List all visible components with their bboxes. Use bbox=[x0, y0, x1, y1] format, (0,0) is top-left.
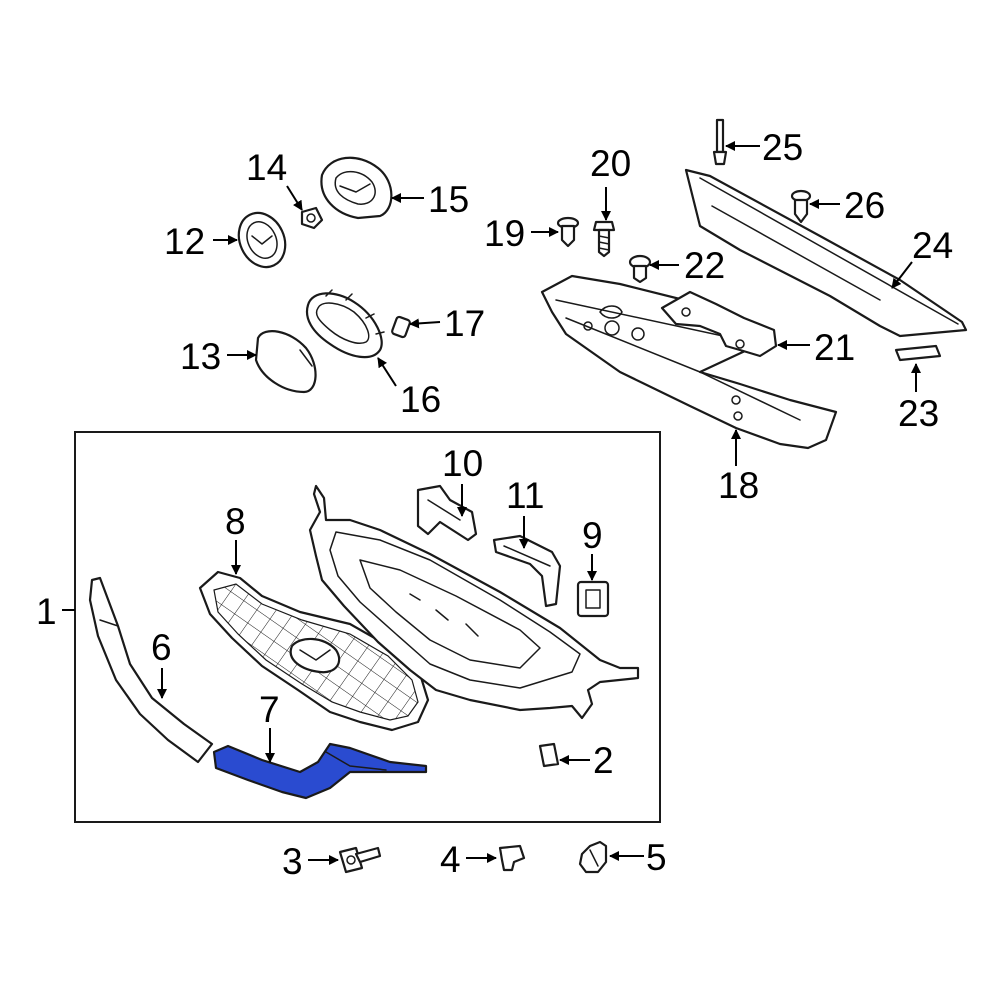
part-24-upper-cover bbox=[684, 168, 968, 338]
callout-16: 16 bbox=[400, 379, 441, 420]
part-25-stud bbox=[712, 118, 728, 166]
callout-21: 21 bbox=[814, 327, 855, 368]
part-26-push-clip bbox=[790, 189, 812, 224]
callout-18: 18 bbox=[718, 465, 759, 506]
callout-7: 7 bbox=[259, 689, 280, 730]
callout-15: 15 bbox=[428, 179, 469, 220]
callout-2: 2 bbox=[593, 740, 614, 781]
callout-19: 19 bbox=[484, 213, 525, 254]
callout-20: 20 bbox=[590, 143, 631, 184]
part-3-bolt bbox=[338, 846, 382, 874]
part-13-cover bbox=[254, 330, 317, 394]
part-16-bezel bbox=[305, 289, 385, 359]
callout-6: 6 bbox=[151, 627, 172, 668]
callout-24: 24 bbox=[912, 225, 953, 266]
callout-26: 26 bbox=[844, 185, 885, 226]
part-4-clip bbox=[498, 844, 526, 872]
part-1-grille-frame bbox=[308, 484, 640, 720]
callout-8: 8 bbox=[225, 501, 246, 542]
part-15-emblem-housing bbox=[320, 156, 393, 220]
part-19-push-pin bbox=[556, 216, 580, 248]
callout-9: 9 bbox=[582, 515, 603, 556]
part-23-seal bbox=[894, 344, 942, 362]
leader-lines bbox=[62, 141, 921, 865]
callout-10: 10 bbox=[442, 443, 483, 484]
part-2-clip bbox=[538, 742, 560, 768]
part-9-clip bbox=[576, 580, 610, 618]
callout-5: 5 bbox=[646, 837, 667, 878]
callout-25: 25 bbox=[762, 127, 803, 168]
callout-1: 1 bbox=[36, 591, 57, 632]
part-21-bracket-plate bbox=[660, 290, 778, 358]
part-8-grille bbox=[198, 570, 430, 732]
part-5-bracket-clip bbox=[578, 840, 608, 874]
callout-3: 3 bbox=[282, 841, 303, 882]
assembly-frame bbox=[74, 431, 661, 823]
part-6-molding bbox=[88, 576, 214, 764]
part-14-nut bbox=[300, 206, 324, 230]
callout-4: 4 bbox=[440, 839, 461, 880]
callout-22: 22 bbox=[684, 245, 725, 286]
part-22-clip bbox=[628, 254, 652, 284]
callout-17: 17 bbox=[444, 303, 485, 344]
callout-labels: 1 2 3 4 5 6 7 8 9 10 11 12 13 14 15 16 1… bbox=[36, 127, 953, 882]
part-10-bracket bbox=[416, 484, 478, 542]
callout-14: 14 bbox=[246, 147, 287, 188]
callout-13: 13 bbox=[180, 336, 221, 377]
callout-23: 23 bbox=[898, 393, 939, 434]
part-11-bracket bbox=[492, 534, 562, 608]
callout-11: 11 bbox=[506, 475, 544, 516]
callout-12: 12 bbox=[164, 221, 205, 262]
part-20-bolt bbox=[592, 220, 616, 258]
part-17-clip bbox=[391, 315, 411, 339]
part-7-lower-molding bbox=[212, 742, 428, 800]
part-12-emblem bbox=[237, 211, 287, 269]
